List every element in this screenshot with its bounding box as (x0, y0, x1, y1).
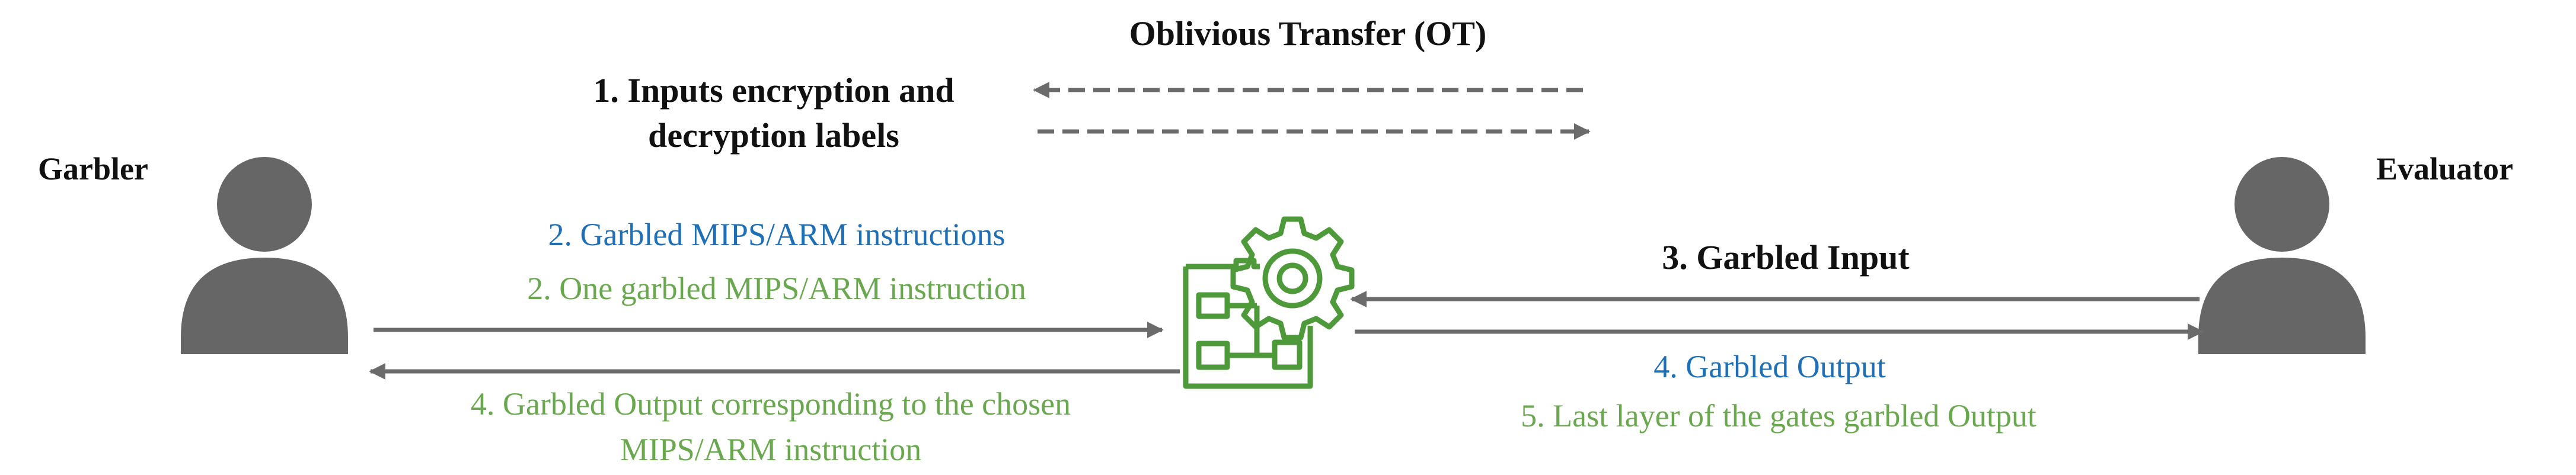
garbled-output-chosen-label-line2: MIPS/ARM instruction (620, 432, 922, 467)
garbled-input-label: 3. Garbled Input (1662, 238, 1910, 277)
garbled-output-chosen-label: 4. Garbled Output corresponding to the c… (470, 386, 1071, 422)
ot-title: Oblivious Transfer (OT) (1129, 14, 1487, 53)
last-layer-output-label: 5. Last layer of the gates garbled Outpu… (1521, 398, 2036, 434)
garbler-person-icon (181, 157, 348, 354)
garbler-label: Garbler (38, 151, 148, 187)
evaluator-person-icon (2198, 157, 2366, 354)
garbled-instructions-label: 2. Garbled MIPS/ARM instructions (548, 217, 1005, 252)
one-garbled-instruction-label: 2. One garbled MIPS/ARM instruction (527, 271, 1026, 306)
ot-label-line2: decryption labels (648, 116, 899, 155)
ot-label-line1: 1. Inputs encryption and (593, 71, 955, 110)
evaluator-label: Evaluator (2376, 151, 2514, 187)
garbled-output-label: 4. Garbled Output (1654, 349, 1886, 384)
circuit-gear-icon (1183, 216, 1355, 389)
